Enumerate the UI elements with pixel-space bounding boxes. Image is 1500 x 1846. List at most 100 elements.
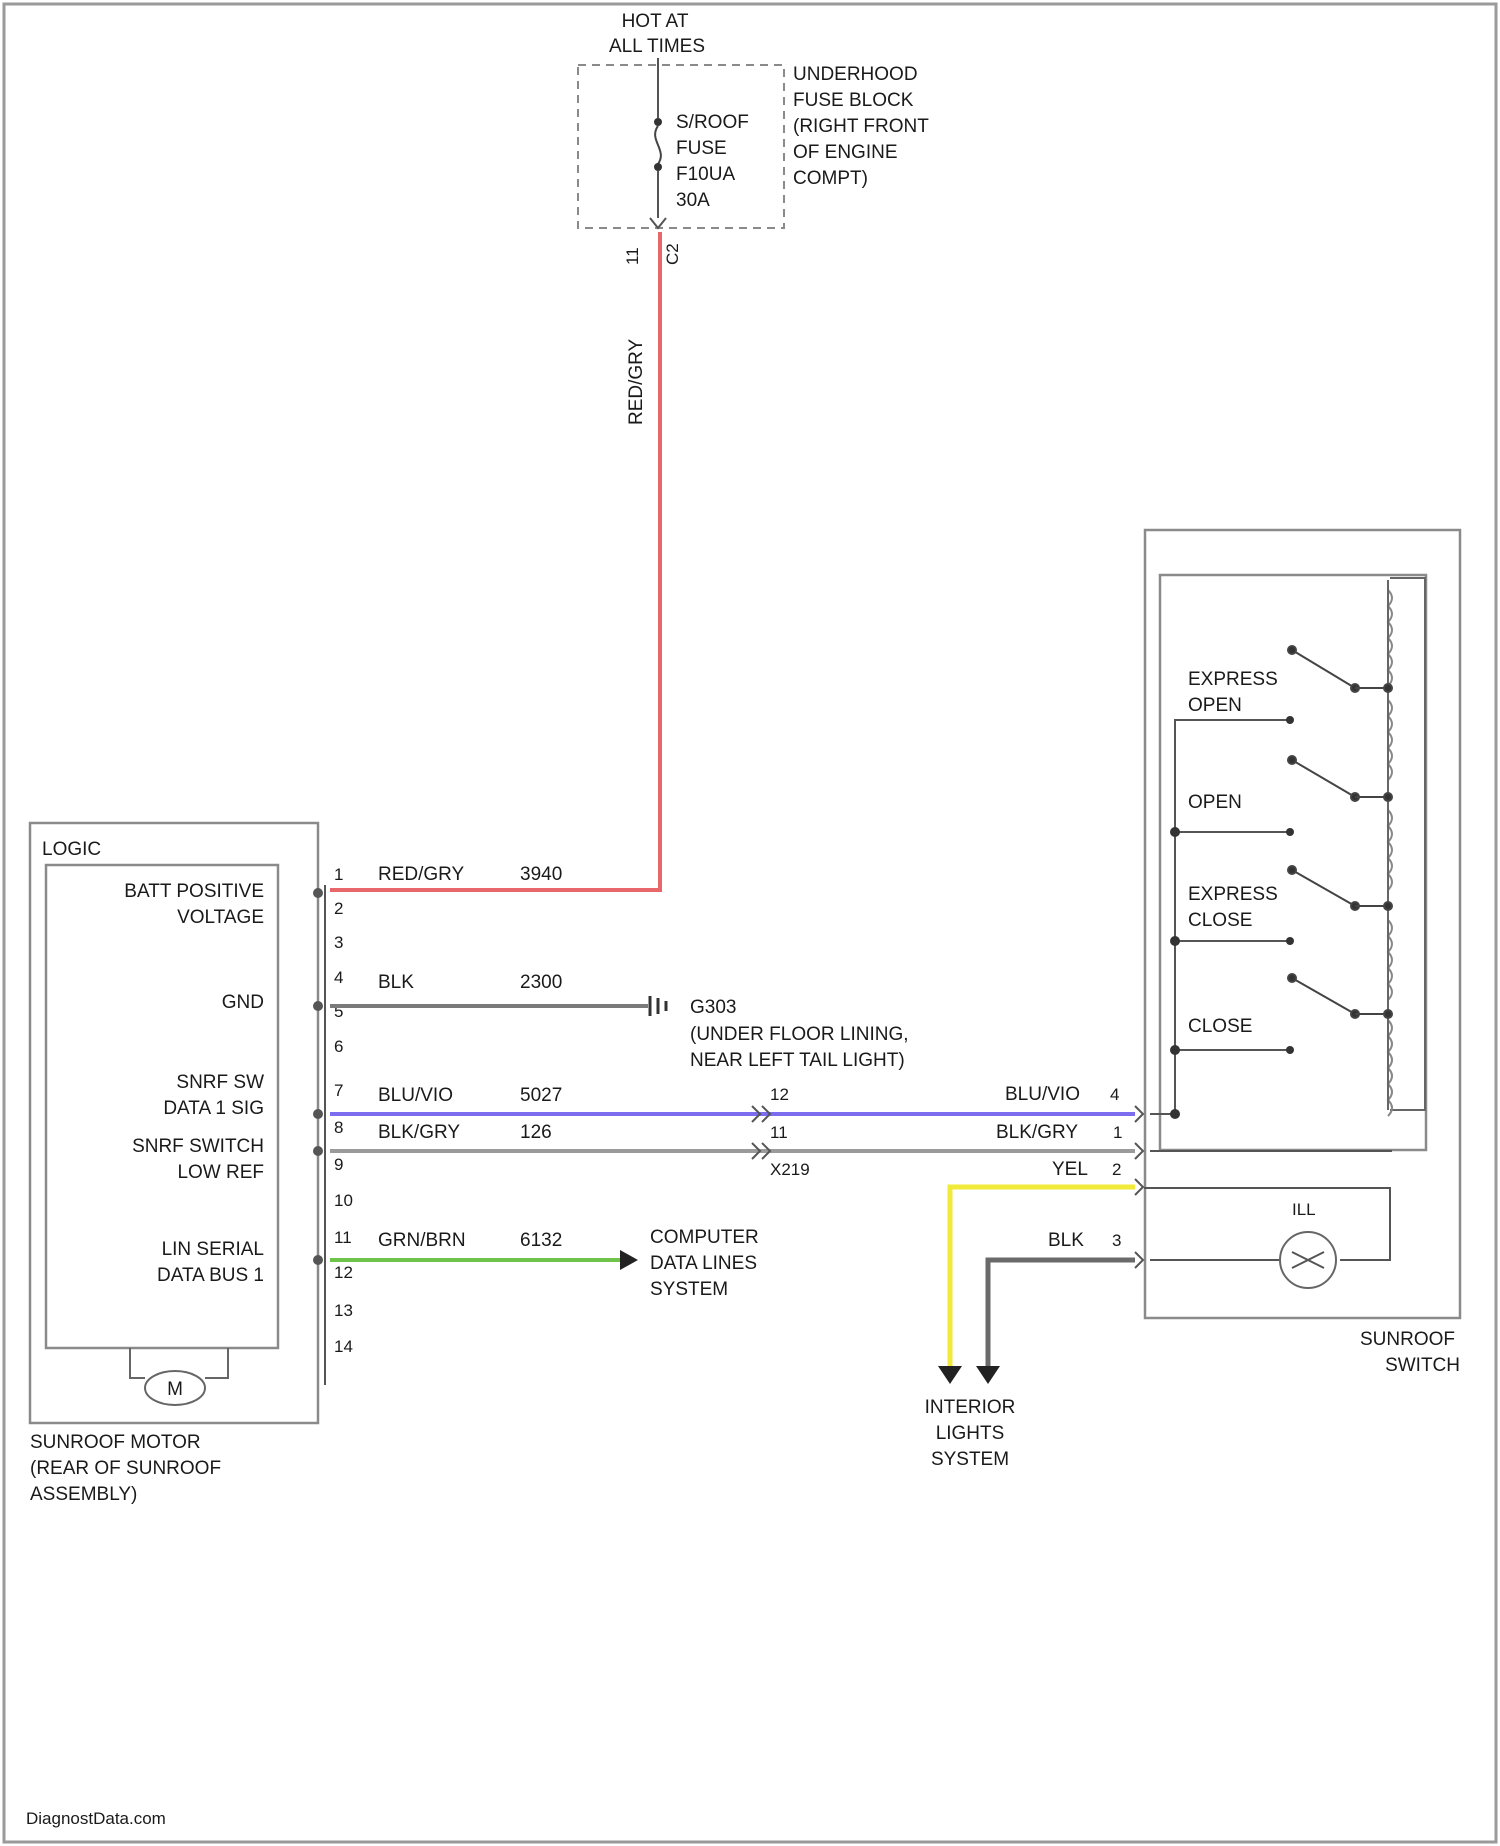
switch-pin2-num: 2 xyxy=(1112,1160,1121,1179)
wire-red-gry-color: RED/GRY xyxy=(378,864,465,885)
svg-text:SUNROOF MOTOR: SUNROOF MOTOR xyxy=(30,1432,201,1453)
switch-position-express-close: EXPRESS CLOSE xyxy=(1188,884,1278,931)
svg-text:DATA LINES: DATA LINES xyxy=(650,1253,757,1274)
fuse-pin-left: 11 xyxy=(623,247,642,265)
svg-text:(RIGHT FRONT: (RIGHT FRONT xyxy=(793,116,929,137)
svg-text:13: 13 xyxy=(334,1301,353,1320)
logic-label: LOGIC xyxy=(42,839,101,860)
switch-position-open: OPEN xyxy=(1188,792,1242,813)
switch-pin4-color: BLU/VIO xyxy=(1005,1084,1080,1105)
motor-lead-left xyxy=(130,1348,145,1378)
inline-connector-id: X219 xyxy=(770,1160,810,1179)
resistor-ladder-icon xyxy=(1390,578,1425,1110)
sunroof-switch-inner xyxy=(1160,575,1426,1150)
motor-lead-right xyxy=(205,1348,228,1378)
svg-text:DATA 1 SIG: DATA 1 SIG xyxy=(163,1098,264,1119)
svg-text:VOLTAGE: VOLTAGE xyxy=(177,907,264,928)
computer-data-lines-label: COMPUTER DATA LINES SYSTEM xyxy=(650,1227,759,1300)
watermark: DiagnostData.com xyxy=(26,1809,166,1828)
terminal-batt-positive: BATT POSITIVE VOLTAGE xyxy=(124,881,264,928)
switch-connector-pins xyxy=(1135,1106,1143,1268)
ground-id: G303 xyxy=(690,997,736,1018)
motor-pin-numbers: 1 2 3 4 5 6 7 8 9 10 11 12 13 14 xyxy=(334,865,353,1356)
svg-text:FUSE BLOCK: FUSE BLOCK xyxy=(793,90,914,111)
lamp-filament-icon xyxy=(1292,1252,1324,1268)
switch-pin4-num: 4 xyxy=(1110,1085,1119,1104)
svg-text:INTERIOR: INTERIOR xyxy=(925,1397,1016,1418)
sunroof-switch-label: SUNROOF SWITCH xyxy=(1360,1329,1460,1376)
fuse-terminal-top xyxy=(654,118,662,126)
ground-location-label: (UNDER FLOOR LINING, NEAR LEFT TAIL LIGH… xyxy=(690,1024,909,1071)
lamp-label: ILL xyxy=(1292,1200,1316,1219)
ground-icon xyxy=(650,996,666,1016)
switch-pin3-num: 3 xyxy=(1112,1231,1121,1250)
interior-lights-arrow-yel-icon xyxy=(938,1366,962,1384)
svg-text:EXPRESS: EXPRESS xyxy=(1188,669,1278,690)
terminal-lin-serial-data: LIN SERIAL DATA BUS 1 xyxy=(157,1239,264,1286)
svg-text:SWITCH: SWITCH xyxy=(1385,1355,1460,1376)
svg-text:6: 6 xyxy=(334,1037,343,1056)
svg-text:SNRF SW: SNRF SW xyxy=(176,1072,264,1093)
svg-text:14: 14 xyxy=(334,1337,353,1356)
fuse-block-connector-icon xyxy=(650,218,666,228)
switch-pin2-color: YEL xyxy=(1052,1159,1088,1180)
wire-red-gry-3940 xyxy=(330,232,660,890)
switch-pin1-num: 1 xyxy=(1113,1123,1122,1142)
terminal-snrf-switch-low-ref: SNRF SWITCH LOW REF xyxy=(132,1136,264,1183)
lamp-feed-line xyxy=(1145,1187,1390,1260)
svg-text:CLOSE: CLOSE xyxy=(1188,910,1252,931)
svg-text:OPEN: OPEN xyxy=(1188,695,1242,716)
switch-position-close: CLOSE xyxy=(1188,1016,1252,1037)
switch-pin1-color: BLK/GRY xyxy=(996,1122,1078,1143)
svg-text:(UNDER FLOOR LINING,: (UNDER FLOOR LINING, xyxy=(690,1024,909,1045)
wire-blk-circuit: 2300 xyxy=(520,972,562,993)
svg-text:4: 4 xyxy=(334,968,343,987)
fuse-icon xyxy=(655,126,661,164)
svg-text:EXPRESS: EXPRESS xyxy=(1188,884,1278,905)
interior-lights-arrow-blk-icon xyxy=(976,1366,1000,1384)
svg-text:DATA BUS 1: DATA BUS 1 xyxy=(157,1265,264,1286)
svg-text:3: 3 xyxy=(334,933,343,952)
svg-text:LOW REF: LOW REF xyxy=(177,1162,264,1183)
wire-grn-brn-color: GRN/BRN xyxy=(378,1230,466,1251)
svg-text:GND: GND xyxy=(222,992,264,1013)
wire-blu-vio-circuit: 5027 xyxy=(520,1085,562,1106)
wire-yel-interior-lights xyxy=(950,1187,1135,1370)
terminal-snrf-sw-data: SNRF SW DATA 1 SIG xyxy=(163,1072,264,1119)
svg-text:1: 1 xyxy=(334,865,343,884)
switch-pin3-color: BLK xyxy=(1048,1230,1084,1251)
svg-text:COMPT): COMPT) xyxy=(793,168,868,189)
svg-text:OF ENGINE: OF ENGINE xyxy=(793,142,898,163)
wire-blk-interior-lights xyxy=(988,1260,1135,1370)
svg-text:BATT POSITIVE: BATT POSITIVE xyxy=(124,881,264,902)
svg-text:CLOSE: CLOSE xyxy=(1188,1016,1252,1037)
wire-blk-color: BLK xyxy=(378,972,414,993)
svg-text:9: 9 xyxy=(334,1155,343,1174)
sunroof-motor-label: SUNROOF MOTOR (REAR OF SUNROOF ASSEMBLY) xyxy=(30,1432,221,1505)
svg-text:SYSTEM: SYSTEM xyxy=(650,1279,728,1300)
wire-blu-vio-color: BLU/VIO xyxy=(378,1085,453,1106)
fuse-pin-right: C2 xyxy=(663,243,682,265)
svg-text:F10UA: F10UA xyxy=(676,164,735,185)
svg-text:2: 2 xyxy=(334,899,343,918)
wire-grn-brn-circuit: 6132 xyxy=(520,1230,562,1251)
svg-text:SUNROOF: SUNROOF xyxy=(1360,1329,1455,1350)
fuse-terminal-bottom xyxy=(654,163,662,171)
svg-text:8: 8 xyxy=(334,1118,343,1137)
svg-text:LIGHTS: LIGHTS xyxy=(936,1423,1005,1444)
svg-text:COMPUTER: COMPUTER xyxy=(650,1227,759,1248)
svg-text:UNDERHOOD: UNDERHOOD xyxy=(793,64,918,85)
svg-text:HOT AT: HOT AT xyxy=(622,11,689,32)
vertical-wire-label: RED/GRY xyxy=(626,338,647,425)
svg-text:12: 12 xyxy=(334,1263,353,1282)
sunroof-motor-box xyxy=(30,823,318,1423)
svg-text:(REAR OF SUNROOF: (REAR OF SUNROOF xyxy=(30,1458,221,1479)
svg-text:LIN SERIAL: LIN SERIAL xyxy=(162,1239,264,1260)
svg-text:10: 10 xyxy=(334,1191,353,1210)
hot-at-all-times-label: HOT AT ALL TIMES xyxy=(609,11,705,57)
wire-red-gry-circuit: 3940 xyxy=(520,864,562,885)
switch-position-express-open: EXPRESS OPEN xyxy=(1188,669,1278,716)
wire-blk-gry-circuit: 126 xyxy=(520,1122,552,1143)
svg-text:7: 7 xyxy=(334,1081,343,1100)
data-lines-arrow-icon xyxy=(620,1250,638,1270)
